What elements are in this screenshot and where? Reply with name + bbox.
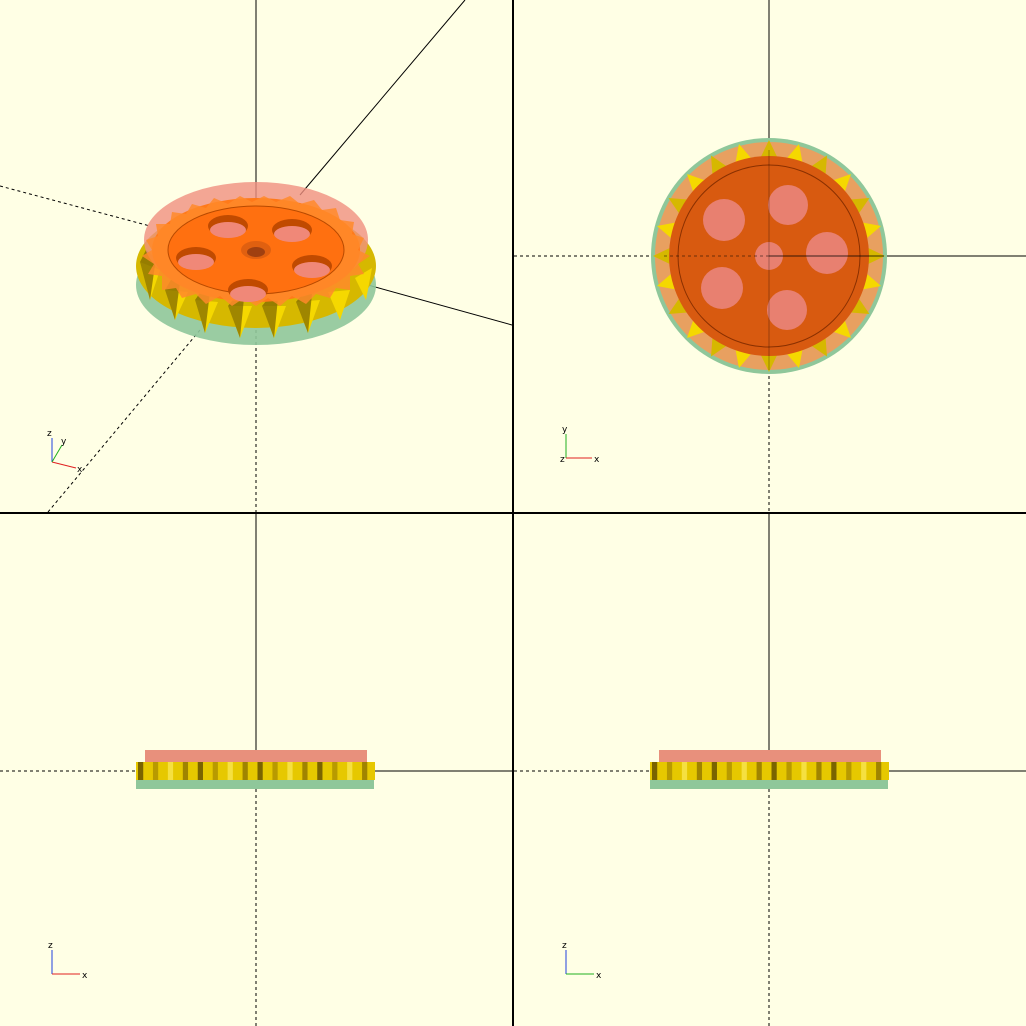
svg-text:x: x (82, 971, 88, 981)
viewport-side[interactable]: z x (514, 514, 1026, 1026)
gear-holes (701, 185, 848, 330)
gear-tooth (711, 155, 728, 176)
gear-tooth (786, 762, 792, 780)
gear-tooth (810, 336, 827, 357)
top-canvas: y z x (514, 0, 1026, 512)
gear-tooth (686, 173, 707, 194)
viewport-top[interactable]: y z x (514, 0, 1026, 512)
gear-tooth (726, 762, 732, 780)
gear-tooth (711, 336, 728, 357)
gear-tooth (668, 297, 689, 314)
front-canvas: z x (0, 514, 512, 1026)
svg-text:z: z (48, 941, 53, 951)
gear-tooth (212, 762, 218, 780)
gear-tooth (831, 318, 852, 339)
perspective-canvas: z y x (0, 0, 512, 512)
gear-tooth (182, 762, 189, 780)
gear-tooth (801, 762, 807, 780)
gear-tooth (227, 762, 233, 780)
gear-tooth (347, 762, 353, 780)
gear-tooth (876, 762, 882, 780)
axis-indicator: z x (562, 941, 602, 981)
x-axis-negative-line (0, 185, 151, 227)
gear-holes (176, 215, 332, 302)
gear-tooth (681, 762, 688, 780)
svg-text:z: z (560, 455, 565, 465)
axis-indicator: y z x (560, 425, 600, 465)
gear-tooth (138, 762, 144, 780)
gear-tooth (771, 762, 777, 780)
gear-tooth (756, 762, 762, 780)
gear-teeth (650, 762, 889, 780)
gear-tooth (760, 140, 778, 159)
y-axis-negative-line (47, 329, 201, 512)
gear-teeth (653, 140, 885, 372)
svg-text:x: x (594, 455, 600, 465)
red-ring (145, 750, 367, 762)
viewport-divider-horizontal[interactable] (0, 512, 1026, 514)
gear-tooth (741, 762, 747, 780)
svg-text:x: x (596, 971, 602, 981)
gear-tooth (362, 762, 368, 780)
gear-tooth (831, 173, 852, 194)
gear-tooth (849, 198, 870, 215)
svg-text:z: z (47, 429, 52, 439)
gear-tooth (152, 762, 159, 780)
gear-tooth (272, 762, 278, 780)
gear-tooth (652, 762, 658, 780)
gear-tooth (666, 762, 673, 780)
green-ring (650, 780, 888, 789)
x-axis-line (349, 279, 512, 326)
gear-tooth (167, 762, 174, 780)
gear-teeth (136, 762, 375, 780)
gear-tooth (668, 198, 689, 215)
axis-indicator: z y x (47, 429, 83, 475)
gear-tooth (846, 762, 852, 780)
gear-tooth (711, 762, 717, 780)
svg-text:y: y (61, 437, 67, 447)
gear-tooth (810, 155, 827, 176)
gear-tooth (696, 762, 703, 780)
gear-tooth (332, 762, 338, 780)
gear-tooth (861, 762, 867, 780)
gear-tooth (302, 762, 308, 780)
viewport-front[interactable]: z x (0, 514, 512, 1026)
y-axis-line (299, 0, 466, 196)
svg-text:y: y (562, 425, 568, 435)
gear-tooth (197, 762, 203, 780)
gear-tooth (831, 762, 837, 780)
gear-tooth (317, 762, 323, 780)
gear-tooth (242, 762, 248, 780)
gear-tooth (653, 247, 672, 265)
gear-tooth (686, 318, 707, 339)
gear-tooth (257, 762, 263, 780)
gear-tooth (816, 762, 822, 780)
gear-tooth (849, 297, 870, 314)
green-ring (136, 780, 374, 789)
svg-text:z: z (562, 941, 567, 951)
svg-text:x: x (77, 465, 83, 475)
axis-indicator: z x (48, 941, 88, 981)
gear-tooth (287, 762, 293, 780)
viewport-perspective[interactable]: z y x (0, 0, 512, 512)
red-ring (659, 750, 881, 762)
side-canvas: z x (514, 514, 1026, 1026)
